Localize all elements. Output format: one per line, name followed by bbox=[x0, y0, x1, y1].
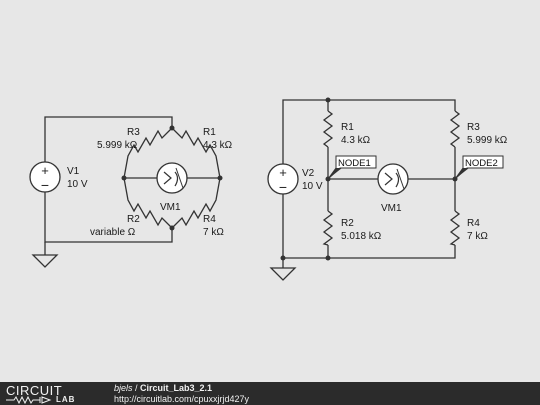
right-v2-value: 10 V bbox=[302, 181, 323, 192]
left-v1-name: V1 bbox=[67, 166, 80, 177]
right-r4-value: 7 kΩ bbox=[467, 231, 488, 242]
left-vm1-name: VM1 bbox=[160, 202, 181, 213]
node1-label: NODE1 bbox=[338, 158, 371, 169]
circuitlab-logo-bottom: LAB bbox=[56, 395, 76, 404]
right-r4-name: R4 bbox=[467, 218, 480, 229]
left-voltage-source[interactable]: + − bbox=[29, 161, 61, 193]
node2-label: NODE2 bbox=[465, 158, 498, 169]
circuit-title[interactable]: Circuit_Lab3_2.1 bbox=[140, 383, 213, 393]
left-resistor-r4[interactable] bbox=[171, 177, 221, 229]
left-v1-value: 10 V bbox=[67, 179, 88, 190]
right-resistor-r1[interactable] bbox=[322, 110, 334, 148]
svg-text:−: − bbox=[279, 179, 287, 195]
left-wire-bottom bbox=[44, 192, 173, 243]
author-line: bjels / Circuit_Lab3_2.1 bbox=[114, 383, 212, 393]
left-resistor-r2[interactable] bbox=[123, 177, 173, 229]
left-resistor-r3[interactable] bbox=[123, 127, 173, 179]
right-r1-name: R1 bbox=[341, 122, 354, 133]
node1-tag[interactable]: NODE1 bbox=[327, 155, 377, 180]
left-circuit: + − V1 10 V R3 5.999 kΩ R1 4.3 kΩ VM1 R2 bbox=[29, 116, 233, 268]
right-wire-top bbox=[282, 99, 456, 165]
left-junction-bottom bbox=[169, 225, 175, 231]
right-vm1-name: VM1 bbox=[381, 203, 402, 214]
left-voltmeter[interactable] bbox=[156, 162, 188, 194]
left-ground-symbol bbox=[31, 254, 59, 268]
right-r2-name: R2 bbox=[341, 218, 354, 229]
left-junction-left bbox=[121, 175, 127, 181]
node2-tag[interactable]: NODE2 bbox=[454, 155, 504, 180]
left-r4-name: R4 bbox=[203, 214, 216, 225]
right-resistor-r4[interactable] bbox=[449, 210, 461, 246]
right-junction-ground bbox=[280, 255, 286, 261]
right-voltmeter[interactable] bbox=[377, 163, 409, 195]
right-r1-value: 4.3 kΩ bbox=[341, 135, 371, 146]
schematic-drawing: + − V1 10 V R3 5.999 kΩ R1 4.3 kΩ VM1 R2 bbox=[29, 97, 508, 281]
left-r1-name: R1 bbox=[203, 127, 216, 138]
right-junction-bottom bbox=[325, 255, 331, 261]
right-voltage-source[interactable]: + − bbox=[267, 163, 299, 195]
right-ground-symbol bbox=[269, 267, 297, 281]
left-resistor-r1[interactable] bbox=[171, 127, 221, 179]
left-r2-name: R2 bbox=[127, 214, 140, 225]
right-r3-name: R3 bbox=[467, 122, 480, 133]
right-v2-name: V2 bbox=[302, 168, 315, 179]
right-r2-value: 5.018 kΩ bbox=[341, 231, 382, 242]
right-resistor-r3[interactable] bbox=[449, 110, 461, 148]
circuitlab-logo-top: CIRCUIT bbox=[6, 383, 63, 398]
circuit-url[interactable]: http://circuitlab.com/cpuxxjrjd427y bbox=[114, 394, 250, 404]
left-junction-right bbox=[217, 175, 223, 181]
right-r3-value: 5.999 kΩ bbox=[467, 135, 508, 146]
left-wire-top bbox=[44, 116, 173, 162]
left-r2-value: variable Ω bbox=[90, 227, 136, 238]
left-junction-top bbox=[169, 125, 175, 131]
left-r1-value: 4.3 kΩ bbox=[203, 140, 233, 151]
author-separator: / bbox=[132, 383, 141, 393]
footer-bar: CIRCUIT LAB bjels / Circuit_Lab3_2.1 htt… bbox=[0, 382, 540, 405]
circuitlab-logo-wave-icon bbox=[6, 396, 52, 404]
left-r4-value: 7 kΩ bbox=[203, 227, 224, 238]
left-r3-name: R3 bbox=[127, 127, 140, 138]
right-junction-top bbox=[325, 97, 331, 103]
svg-text:+: + bbox=[41, 163, 49, 178]
right-resistor-r2[interactable] bbox=[322, 210, 334, 246]
svg-text:−: − bbox=[41, 177, 49, 193]
author-name[interactable]: bjels bbox=[114, 383, 133, 393]
right-circuit: + − NODE1 NODE2 V bbox=[267, 97, 508, 281]
left-r3-value: 5.999 kΩ bbox=[97, 140, 138, 151]
right-wire-bottom bbox=[282, 193, 456, 259]
svg-text:+: + bbox=[279, 165, 287, 180]
